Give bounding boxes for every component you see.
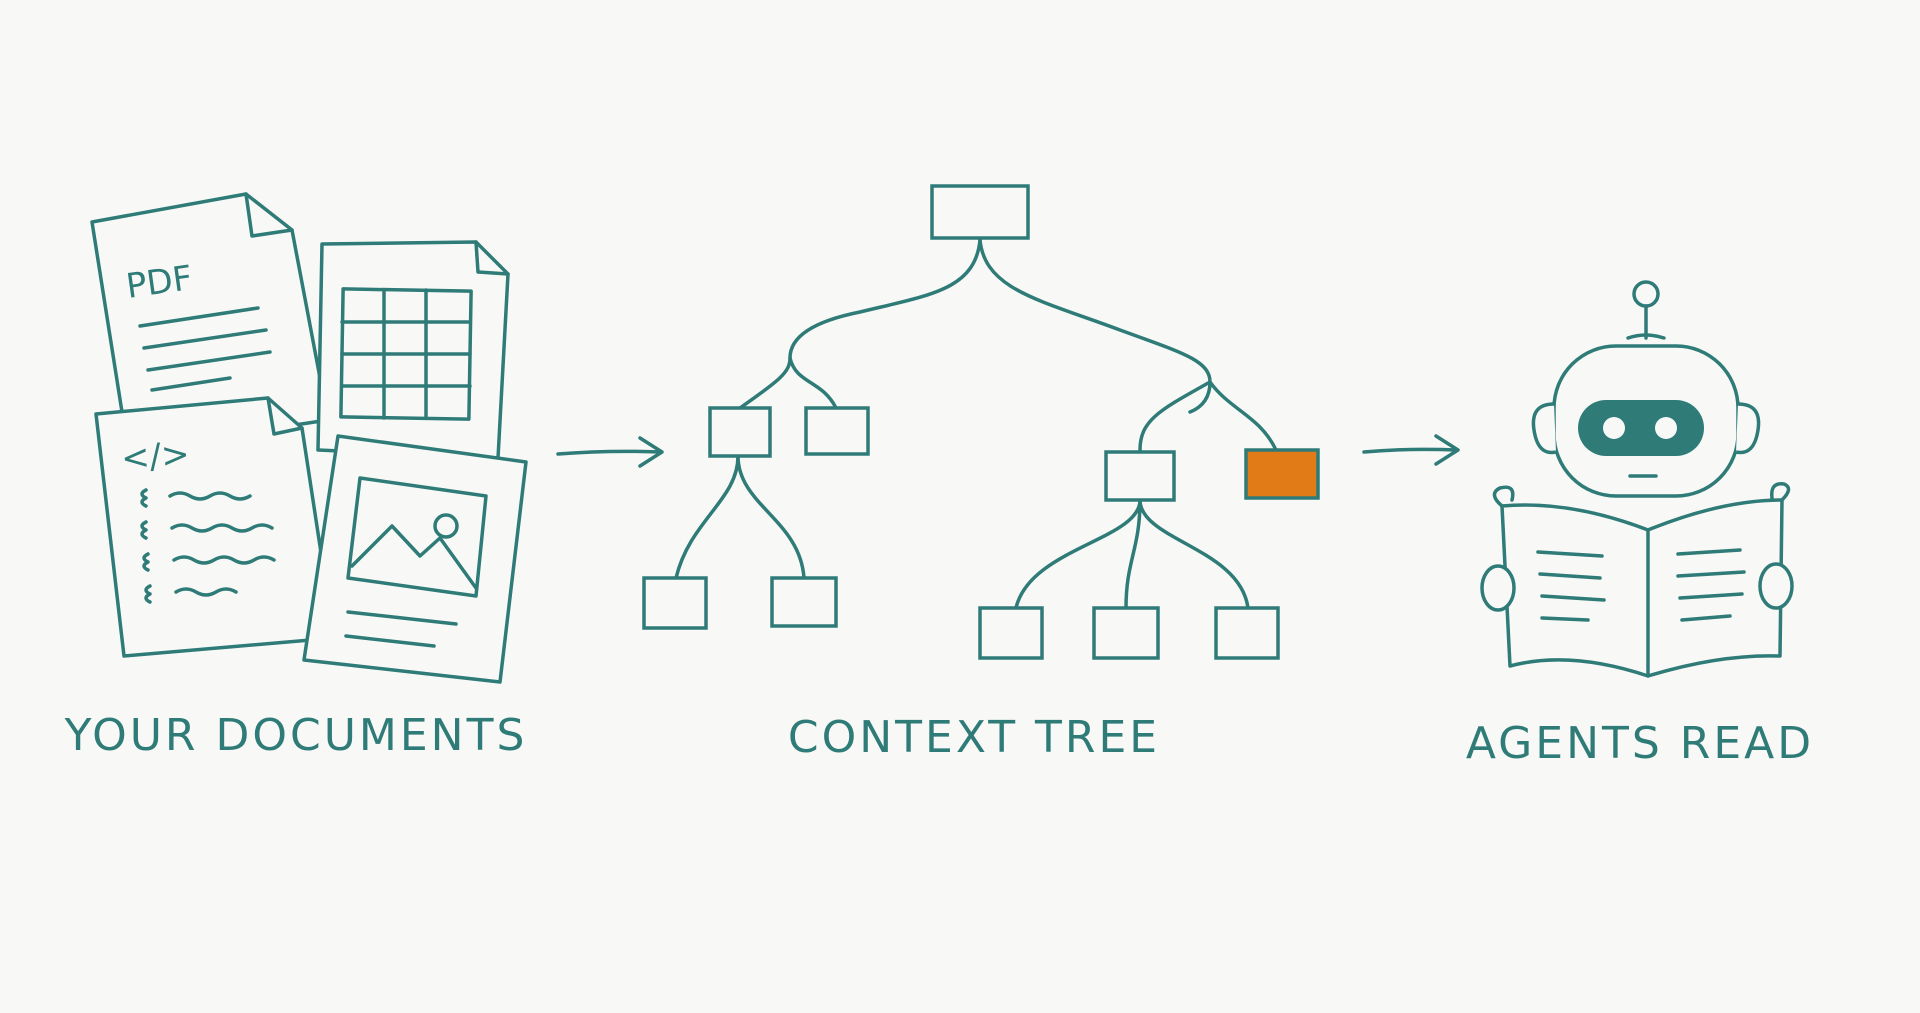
image-document-icon [302,434,528,684]
tree-right-child-1 [1104,450,1176,502]
tree-leaf-5 [1214,606,1280,660]
tree-connectors [674,238,1278,610]
documents-group: PDF </> [64,192,528,761]
pdf-label: PDF [124,258,195,307]
context-tree-group: CONTEXT TREE [642,184,1320,763]
code-label: </> [120,434,191,479]
tree-right-child-2-highlighted [1244,448,1320,500]
spreadsheet-document-icon [316,240,510,460]
robot-icon [1531,280,1761,498]
agents-label: AGENTS READ [1466,718,1814,769]
documents-label: YOUR DOCUMENTS [64,710,528,761]
tree-to-agents-arrow [1362,434,1460,466]
tree-left-child-1 [708,406,772,458]
open-book-icon [1480,482,1794,678]
code-document-icon: </> [94,396,336,658]
pdf-document-icon: PDF [90,192,330,452]
tree-root-node [930,184,1030,240]
tree-leaf-4 [1092,606,1160,660]
tree-leaf-3 [978,606,1044,660]
documents-to-tree-arrow [556,436,664,468]
tree-leaf-2 [770,576,838,628]
context-tree-label: CONTEXT TREE [788,712,1160,763]
tree-left-child-2 [804,406,870,456]
tree-leaf-1 [642,576,708,630]
agents-group: AGENTS READ [1466,280,1814,769]
